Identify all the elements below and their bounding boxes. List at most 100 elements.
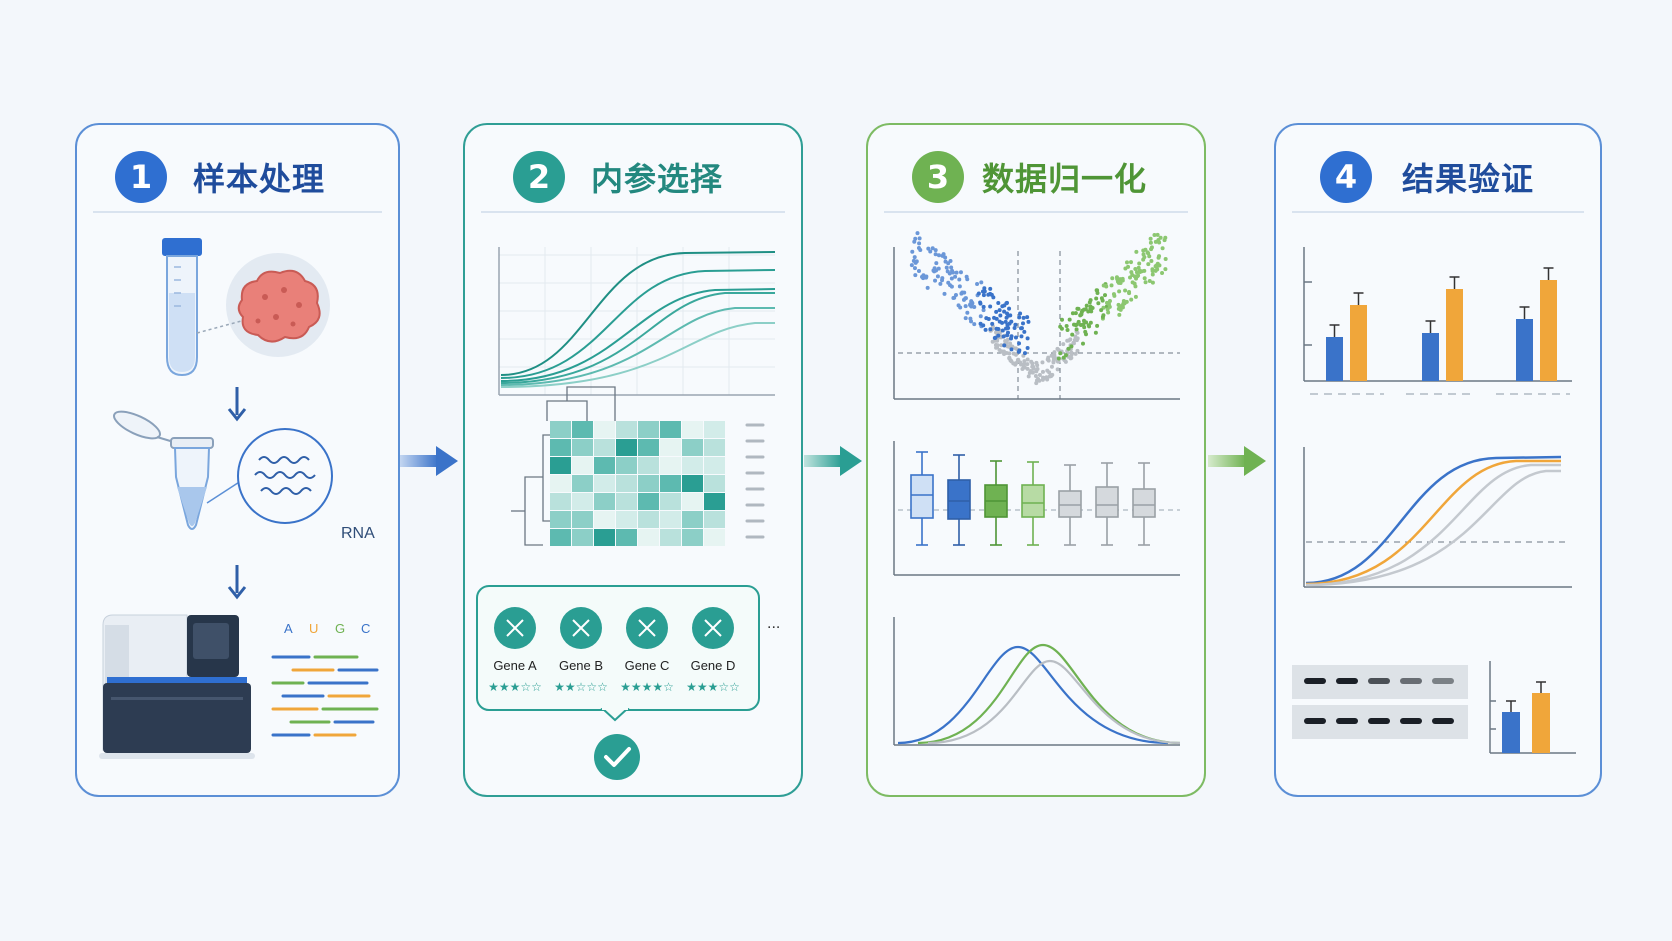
heatmap-cell [638,421,659,438]
volcano-point [978,321,983,326]
volcano-point [1160,246,1165,251]
volcano-point [1123,288,1128,293]
flow-arrow-3 [1208,446,1266,476]
volcano-point [1148,236,1153,241]
volcano-point [938,281,943,286]
volcano-point [1006,325,1011,330]
volcano-point [1148,240,1153,245]
volcano-point [1030,364,1035,369]
volcano-point [1146,262,1151,267]
gene-candidate-card [476,585,760,722]
volcano-point [982,286,987,291]
volcano-point [1083,329,1088,334]
heatmap-cell [594,421,615,438]
volcano-point [1017,341,1022,346]
heatmap-cell [594,493,615,510]
base-a: A [284,621,293,636]
volcano-point [1002,309,1007,314]
gene-candidate[interactable]: Gene C★★★★☆ [620,607,674,694]
volcano-point [1013,335,1018,340]
volcano-point [1149,258,1154,263]
volcano-point [1129,270,1134,275]
volcano-point [912,266,917,271]
volcano-point [949,265,954,270]
heatmap-cell [550,421,571,438]
heatmap-cell [682,439,703,456]
heatmap-cell [572,529,593,546]
volcano-point [1018,326,1023,331]
step-3-panel: 3 数据归一化 [866,123,1206,797]
gene-candidate[interactable]: Gene D★★★☆☆ [686,607,740,694]
volcano-point [988,286,993,291]
gene-rating-stars: ★★★★☆ [620,680,674,694]
volcano-point [1022,359,1027,364]
heatmap-cell [682,529,703,546]
volcano-point [1069,355,1074,360]
volcano-point [1155,261,1160,266]
volcano-point [988,304,993,309]
density-curves [893,617,1181,746]
heatmap-cell [660,493,681,510]
heatmap-cell [638,457,659,474]
gene-candidate[interactable]: Gene B ★★☆☆☆ [554,607,608,694]
volcano-point [957,284,962,289]
volcano-point [936,253,941,258]
volcano-point [1080,341,1085,346]
volcano-point [1021,315,1026,320]
volcano-point [1007,321,1012,326]
volcano-point [945,269,950,274]
volcano-point [1047,370,1052,375]
box-plot-box [1132,462,1156,546]
volcano-point [1075,348,1080,353]
volcano-point [1094,296,1099,301]
volcano-point [1074,327,1079,332]
gene-rating-stars: ★★☆☆☆ [554,680,608,694]
volcano-point [928,249,933,254]
volcano-point [1008,341,1013,346]
volcano-point [1008,313,1013,318]
step-2-panel: 2 内参选择 [463,123,803,797]
heatmap-cell [550,439,571,456]
volcano-point [1025,357,1030,362]
volcano-point [970,300,975,305]
volcano-point [1069,344,1074,349]
sequence-bases: A U G C [284,621,370,636]
gene-candidate[interactable]: Gene A★★★☆☆ [488,607,542,694]
amplification-curves-chart [498,247,776,396]
volcano-point [1153,268,1158,273]
volcano-point [1103,293,1108,298]
volcano-point [1130,280,1135,285]
volcano-point [1001,349,1006,354]
volcano-point [1005,330,1010,335]
volcano-point [1002,303,1007,308]
volcano-point [981,308,986,313]
volcano-point [1045,357,1050,362]
volcano-point [1099,308,1104,313]
volcano-point [1067,317,1072,322]
volcano-point [1143,247,1148,252]
volcano-point [1087,300,1092,305]
reference-selection-illustration: Gene A★★★☆☆ Gene B ★★☆☆☆ Gene C★★★★☆Gene D★… [476,247,780,780]
rna-strand-icon [206,428,333,524]
volcano-point [1026,374,1031,379]
volcano-point [1070,311,1075,316]
box-plot-box [910,451,934,546]
step-4-title: 结果验证 [1402,160,1535,198]
box-plot-box [984,460,1008,546]
volcano-point [996,300,1001,305]
gene-name: Gene B [559,658,603,673]
volcano-point [1078,323,1083,328]
volcano-point [969,304,974,309]
heatmap-cell [638,493,659,510]
heatmap-cell [616,529,637,546]
volcano-point [1133,284,1138,289]
heatmap-cell [594,475,615,492]
volcano-point [1056,356,1061,361]
volcano-point [1007,351,1012,356]
volcano-point [1066,346,1071,351]
validation-bar [1422,320,1439,381]
volcano-point [926,246,931,251]
volcano-point [997,308,1002,313]
heatmap-cell [638,511,659,528]
volcano-point [1034,369,1039,374]
